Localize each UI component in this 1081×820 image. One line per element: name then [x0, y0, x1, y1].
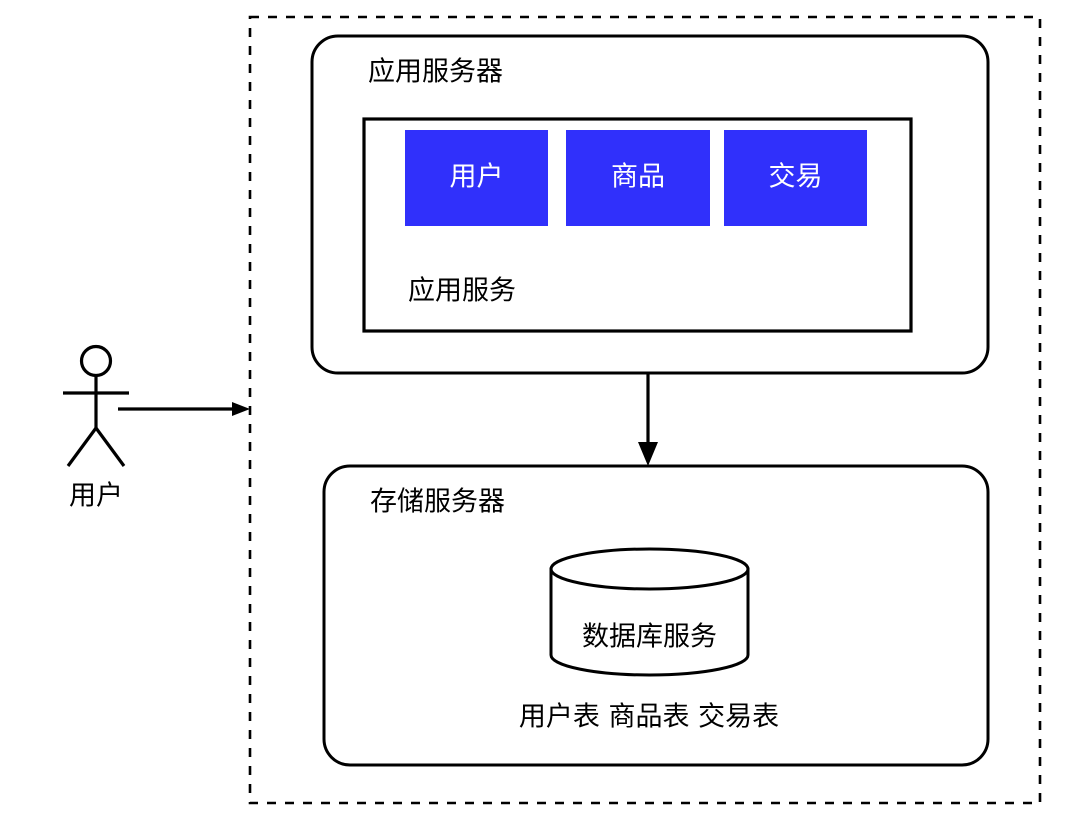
actor-left-leg-icon [66, 427, 98, 467]
component-transaction-shape [724, 130, 867, 226]
actor-right-leg-icon [94, 427, 126, 467]
component-product-shape [566, 130, 710, 226]
node-app-server-label: 应用服务器 [368, 57, 503, 88]
connection-app-server-to-storage-server [638, 373, 658, 466]
system-boundary [248, 15, 1042, 805]
node-storage-server[interactable]: 存储服务器 数据库服务 用户表 商品表 交易表 [322, 464, 990, 767]
database-cylinder-top-icon [549, 547, 750, 591]
component-product-label: 商品 [611, 162, 665, 193]
node-app-server[interactable]: 应用服务器 应用服务 用户 商品 交易 [310, 34, 990, 375]
actor-user[interactable]: 用户 [63, 344, 129, 512]
actor-head-icon [79, 344, 113, 378]
database-cylinder-body-icon [549, 567, 750, 677]
actor-label: 用户 [69, 481, 123, 512]
inner-app-service-label: 应用服务 [408, 276, 516, 307]
connection-user-to-app-server [118, 402, 250, 416]
database-service[interactable]: 数据库服务 [549, 547, 750, 677]
component-user[interactable]: 用户 [405, 130, 548, 226]
component-transaction[interactable]: 交易 [724, 130, 867, 226]
arrowhead-right-icon [232, 402, 250, 416]
component-transaction-label: 交易 [769, 162, 823, 193]
component-user-shape [405, 130, 548, 226]
node-storage-server-label: 存储服务器 [370, 487, 505, 518]
storage-tables-label: 用户表 商品表 交易表 [519, 702, 779, 733]
component-user-label: 用户 [450, 162, 504, 193]
component-product[interactable]: 商品 [566, 130, 710, 226]
database-service-label: 数据库服务 [582, 622, 717, 653]
arrowhead-down-icon [638, 442, 658, 466]
